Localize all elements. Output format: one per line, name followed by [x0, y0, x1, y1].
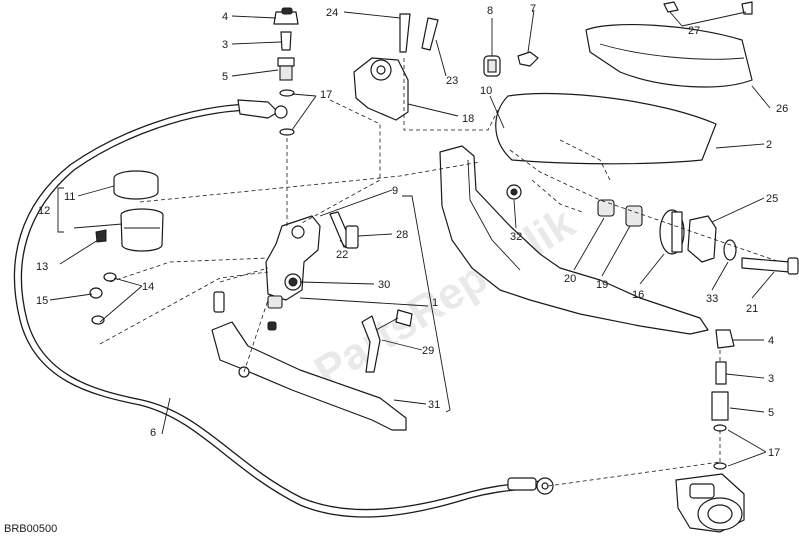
- screw-7: [517, 51, 539, 67]
- clamp-screw-24: [399, 13, 411, 53]
- banjo-bolt-5: [277, 57, 295, 81]
- label-15: 15: [36, 295, 48, 307]
- pin-28: [345, 225, 359, 249]
- label-23: 23: [446, 75, 458, 87]
- hose-clips-14: [91, 272, 117, 325]
- leader-lines: [49, 9, 775, 467]
- label-3b: 3: [768, 373, 774, 385]
- diagram-code: BRB00500: [4, 523, 57, 535]
- rubber-peg-16: [659, 209, 685, 255]
- label-17: 17: [320, 89, 332, 101]
- clutch-hose: [13, 103, 541, 518]
- label-9: 9: [392, 185, 398, 197]
- bleeder-screw-3b: [715, 361, 727, 385]
- spacer-19: [625, 205, 643, 227]
- reservoir-body-12: [120, 208, 164, 252]
- label-8: 8: [487, 5, 493, 17]
- bleeder-screw-3: [280, 31, 292, 51]
- bracket-1: [402, 195, 451, 413]
- label-1: 1: [432, 297, 438, 309]
- label-12: 12: [38, 205, 50, 217]
- bracket-12: [57, 187, 64, 233]
- bolt-21: [741, 257, 799, 275]
- label-14: 14: [142, 281, 154, 293]
- screws-27: [663, 1, 753, 15]
- bushing-20: [597, 199, 615, 217]
- bleeder-cap-4b: [715, 329, 735, 349]
- part-labels: 4 3 5 17 24 23 18 8 7 10 27 26 2 25 11 1…: [36, 3, 788, 459]
- hose-banjo-top: [237, 99, 288, 119]
- label-33: 33: [706, 293, 718, 305]
- reservoir-cap-11: [113, 170, 159, 200]
- label-4: 4: [222, 11, 228, 23]
- hose-banjo-bottom: [507, 477, 554, 495]
- label-5: 5: [222, 71, 228, 83]
- label-17b: 17: [768, 447, 780, 459]
- clamp-screw-23: [421, 17, 439, 51]
- master-cylinder-1: [265, 215, 321, 309]
- label-3: 3: [222, 39, 228, 51]
- banjo-bolt-5b: [711, 391, 729, 421]
- label-11: 11: [64, 191, 75, 203]
- label-30: 30: [378, 279, 390, 291]
- label-22: 22: [336, 249, 348, 261]
- label-29: 29: [422, 345, 434, 357]
- copper-washers-17b: [713, 424, 727, 470]
- assembly-lines: [99, 58, 781, 487]
- label-31: 31: [428, 399, 440, 411]
- washer-33: [723, 239, 737, 261]
- copper-washers-17-top: [279, 89, 295, 136]
- label-6: 6: [150, 427, 156, 439]
- label-7: 7: [530, 3, 536, 15]
- label-13: 13: [36, 261, 48, 273]
- fitting-15: [89, 287, 103, 299]
- label-24: 24: [326, 7, 338, 19]
- footrest-25: [687, 215, 717, 263]
- ball-joint-32: [506, 184, 522, 200]
- label-19: 19: [596, 279, 608, 291]
- rear-bracket: [439, 145, 709, 335]
- clutch-switch-29: [361, 309, 413, 373]
- label-20: 20: [564, 273, 576, 285]
- label-5b: 5: [768, 407, 774, 419]
- label-16: 16: [632, 289, 644, 301]
- label-27: 27: [688, 25, 700, 37]
- label-28: 28: [396, 229, 408, 241]
- clip-13: [95, 229, 107, 243]
- slave-cylinder: [675, 473, 745, 533]
- label-4b: 4: [768, 335, 774, 347]
- handlebar-clamp-18: [353, 57, 409, 121]
- label-25: 25: [766, 193, 778, 205]
- seat-cowl-26: [585, 23, 753, 88]
- label-10: 10: [480, 85, 492, 97]
- label-21: 21: [746, 303, 758, 315]
- label-2: 2: [766, 139, 772, 151]
- clutch-hose-inner: [20, 109, 541, 511]
- pivot-pin-30: [213, 291, 277, 331]
- bleeder-cap-4: [273, 7, 299, 25]
- label-18: 18: [462, 113, 474, 125]
- seat-2: [495, 92, 717, 165]
- bumper-8: [483, 55, 501, 77]
- label-32: 32: [510, 231, 522, 243]
- label-26: 26: [776, 103, 788, 115]
